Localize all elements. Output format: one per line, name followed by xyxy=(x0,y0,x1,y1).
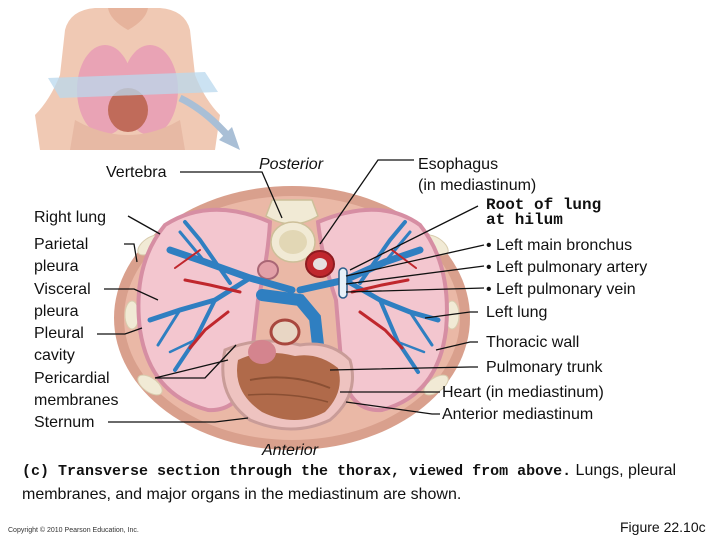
label-right-lung: Right lung xyxy=(34,209,107,226)
label-pericardial-membranes-1: Pericardial xyxy=(34,370,110,387)
leader-lines xyxy=(97,159,485,423)
figure-number: Figure 22.10c xyxy=(620,519,706,535)
label-posterior: Posterior xyxy=(259,156,324,173)
label-left-pulmonary-vein: • Left pulmonary vein xyxy=(486,281,636,298)
label-pleural-cavity-1: Pleural xyxy=(34,325,84,342)
label-vertebra: Vertebra xyxy=(106,164,167,181)
vertebra-bone xyxy=(265,199,319,263)
label-left-pulmonary-artery: • Left pulmonary artery xyxy=(486,259,648,276)
label-visceral-pleura-2: pleura xyxy=(34,303,79,320)
label-pericardial-membranes-2: membranes xyxy=(34,392,119,409)
heart-organ xyxy=(221,318,354,431)
label-esophagus-2: (in mediastinum) xyxy=(418,177,537,194)
label-root-of-lung-1: Root of lung xyxy=(486,196,602,214)
label-thoracic-wall: Thoracic wall xyxy=(486,334,580,351)
vessel-trees xyxy=(147,220,441,374)
curved-arrow xyxy=(178,94,240,150)
label-heart: Heart (in mediastinum) xyxy=(442,384,604,401)
label-anterior: Anterior xyxy=(262,442,319,459)
label-root-of-lung-2: at hilum xyxy=(486,211,563,229)
cross-section xyxy=(114,186,470,450)
figure-caption: (c) Transverse section through the thora… xyxy=(22,459,712,506)
label-sternum: Sternum xyxy=(34,414,95,431)
esophagus-organ xyxy=(257,260,279,280)
label-parietal-pleura-2: pleura xyxy=(34,258,79,275)
copyright-notice: Copyright © 2010 Pearson Education, Inc. xyxy=(8,527,139,534)
label-left-main-bronchus: • Left main bronchus xyxy=(486,237,633,254)
label-esophagus-1: Esophagus xyxy=(418,156,499,173)
section-plane xyxy=(48,72,218,98)
caption-text: Lungs, pleural membranes, and major orga… xyxy=(22,462,677,503)
label-left-lung: Left lung xyxy=(486,304,548,321)
label-pulmonary-trunk: Pulmonary trunk xyxy=(486,359,603,376)
label-parietal-pleura-1: Parietal xyxy=(34,236,89,253)
caption-title: (c) Transverse section through the thora… xyxy=(22,463,572,480)
torso-thumbnail xyxy=(35,8,220,150)
label-pleural-cavity-2: cavity xyxy=(34,347,75,364)
label-anterior-mediastinum: Anterior mediastinum xyxy=(442,406,594,423)
label-visceral-pleura-1: Visceral xyxy=(34,281,91,298)
hilum-bronchus xyxy=(338,267,348,299)
